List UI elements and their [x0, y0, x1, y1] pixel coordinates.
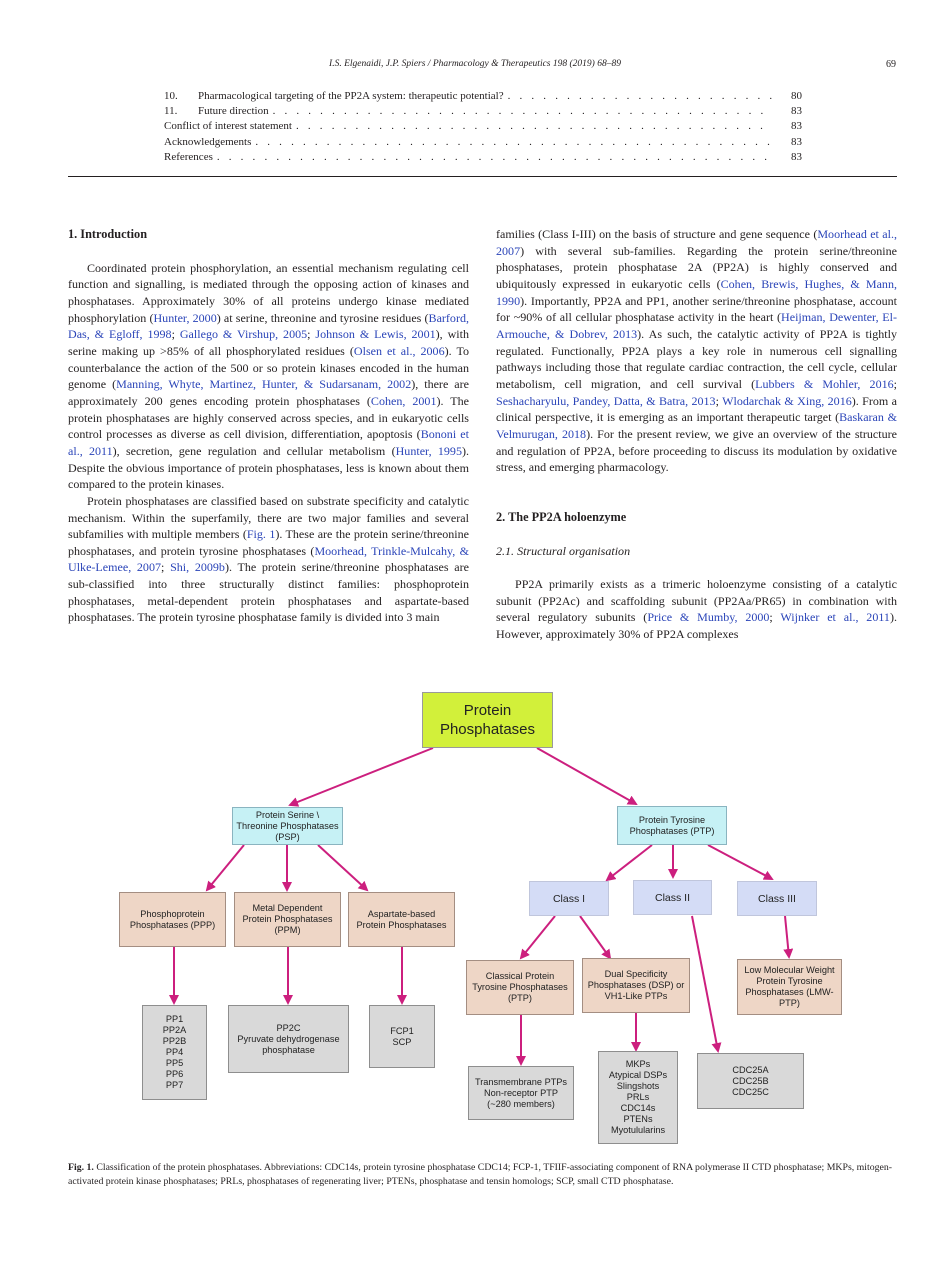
citation-link[interactable]: Shi, 2009b [170, 560, 225, 575]
node-phosphoprotein-phosphatases: Phosphoprotein Phosphatases (PPP) [119, 892, 226, 947]
toc-leader: . . . . . . . . . . . . . . . . . . . . … [296, 120, 772, 133]
table-of-contents: 10. Pharmacological targeting of the PP2… [164, 89, 802, 165]
toc-title: Pharmacological targeting of the PP2A sy… [198, 90, 504, 102]
arrow-psp-to-asp [317, 844, 369, 892]
section-heading-introduction: 1. Introduction [68, 227, 148, 241]
arrow-ptp-to-class1 [605, 844, 653, 882]
intro-paragraph-3: families (Class I-III) on the basis of s… [496, 227, 898, 475]
citation-link[interactable]: Wijnker et al., 2011 [780, 610, 890, 625]
citation-link[interactable]: Lubbers & Mohler, 2016 [755, 376, 894, 391]
toc-number: 11. [164, 105, 178, 118]
toc-title: Future direction [198, 105, 269, 118]
node-classical-protein-tyrosine-phosphatases: Classical Protein Tyrosine Phosphatases … [466, 960, 574, 1015]
diagram-arrows [169, 747, 794, 1066]
page-number: 69 [886, 59, 896, 70]
arrow-root-to-psp [288, 747, 434, 807]
node-class-ii: Class II [633, 880, 712, 915]
arrow-root-to-ptp [536, 747, 638, 805]
citation-link[interactable]: Bononi et al., 2011 [68, 427, 469, 458]
citation-link[interactable]: Gallego & Virshup, 2005 [179, 327, 308, 342]
arrow-class1-to-dsp [579, 915, 612, 960]
toc-page: 83 [791, 105, 802, 118]
citation-link[interactable]: Cohen, Brewis, Hughes, & Mann, 1990 [496, 276, 897, 308]
caption-text: Classification of the protein phosphatas… [68, 1162, 893, 1187]
node-ppm-members: PP2C Pyruvate dehydrogenase phosphatase [228, 1005, 349, 1073]
citation-link[interactable]: Barford, Das, & Egloff, 1998 [68, 310, 470, 342]
section-heading-pp2a-holoenzyme: 2. The PP2A holoenzyme [496, 509, 627, 524]
header-divider [68, 176, 897, 177]
citation-link[interactable]: Hunter, 1995 [395, 443, 462, 458]
toc-row[interactable]: Conflict of interest statement . . . . .… [164, 119, 802, 134]
citation-link[interactable]: Olsen et al., 2006 [353, 343, 445, 358]
toc-page: 83 [791, 120, 802, 133]
figure-1-caption: Fig. 1. Classification of the protein ph… [68, 1161, 897, 1189]
node-low-molecular-weight-ptp: Low Molecular Weight Protein Tyrosine Ph… [737, 959, 842, 1015]
toc-page: 83 [791, 135, 802, 148]
caption-label: Fig. 1. [68, 1162, 94, 1173]
node-protein-serine-threonine-phosphatases: Protein Serine \ Threonine Phosphatases … [232, 807, 343, 845]
toc-title: References [164, 150, 213, 163]
arrow-class3-to-lmw [783, 915, 794, 959]
toc-title: Conflict of interest statement [164, 120, 292, 133]
toc-page: 83 [791, 150, 802, 163]
section2-paragraph-1: PP2A primarily exists as a trimeric holo… [496, 577, 897, 642]
node-classical-ptp-members: Transmembrane PTPs Non-receptor PTP (~28… [468, 1066, 574, 1120]
toc-page: 80 [791, 90, 802, 102]
arrow-class2-to-cdc25 [691, 915, 722, 1053]
figure-1-classification-diagram: Protein Phosphatases Protein Serine \ Th… [100, 690, 860, 1150]
node-ppp-members: PP1 PP2A PP2B PP4 PP5 PP6 PP7 [142, 1005, 207, 1100]
node-aspartate-based-protein-phosphatases: Aspartate-based Protein Phosphatases [348, 892, 455, 947]
citation-link[interactable]: Moorhead et al., 2007 [496, 227, 897, 258]
toc-row[interactable]: 10. Pharmacological targeting of the PP2… [164, 89, 802, 104]
running-head: I.S. Elgenaidi, J.P. Spiers / Pharmacolo… [329, 59, 621, 69]
left-column: 1. Introduction Coordinated protein phos… [68, 226, 469, 626]
citation-link[interactable]: Baskaran & Velmurugan, 2018 [496, 410, 897, 441]
node-protein-tyrosine-phosphatases: Protein Tyrosine Phosphatases (PTP) [617, 806, 727, 845]
toc-leader: . . . . . . . . . . . . . . . . . . . . … [255, 135, 772, 148]
node-class-iii: Class III [737, 881, 817, 916]
toc-title: Acknowledgements [164, 135, 252, 148]
right-column: families (Class I-III) on the basis of s… [496, 226, 897, 643]
citation-link[interactable]: Seshacharyulu, Pandey, Datta, & Batra, 2… [496, 393, 716, 408]
intro-paragraph-2: Protein phosphatases are classified base… [68, 493, 470, 625]
toc-leader: . . . . . . . . . . . . . . . . . . . . … [507, 90, 772, 102]
toc-leader: . . . . . . . . . . . . . . . . . . . . … [272, 105, 772, 118]
node-dual-specificity-phosphatases: Dual Specificity Phosphatases (DSP) or V… [582, 958, 690, 1013]
intro-paragraph-1: Coordinated protein phosphorylation, an … [68, 260, 470, 492]
citation-link[interactable]: Price & Mumby, 2000 [647, 610, 770, 625]
subsection-heading-structural-organisation: 2.1. Structural organisation [496, 543, 631, 558]
arrow-class1-to-classical-ptp [519, 915, 556, 960]
node-class-ii-members: CDC25A CDC25B CDC25C [697, 1053, 804, 1109]
toc-leader: . . . . . . . . . . . . . . . . . . . . … [216, 150, 772, 163]
toc-row[interactable]: References . . . . . . . . . . . . . . .… [164, 150, 802, 165]
citation-link[interactable]: Cohen, 2001 [370, 393, 437, 408]
citation-link[interactable]: Fig. 1 [246, 527, 276, 542]
node-metal-dependent-protein-phosphatases: Metal Dependent Protein Phosphatases (PP… [234, 892, 341, 947]
toc-row[interactable]: Acknowledgements . . . . . . . . . . . .… [164, 135, 802, 150]
citation-link[interactable]: Hunter, 2000 [153, 310, 217, 325]
node-aspartate-members: FCP1 SCP [369, 1005, 435, 1068]
node-class-i: Class I [529, 881, 609, 916]
citation-link[interactable]: Manning, Whyte, Martinez, Hunter, & Suda… [116, 377, 412, 392]
node-protein-phosphatases: Protein Phosphatases [422, 692, 553, 748]
citation-link[interactable]: Johnson & Lewis, 2001 [315, 327, 436, 342]
node-dsp-members: MKPs Atypical DSPs Slingshots PRLs CDC14… [598, 1051, 678, 1144]
toc-number: 10. [164, 90, 178, 102]
arrow-ptp-to-class3 [707, 844, 774, 880]
toc-row[interactable]: 11. Future direction . . . . . . . . . .… [164, 104, 802, 119]
citation-link[interactable]: Wlodarchak & Xing, 2016 [722, 393, 852, 408]
citation-link[interactable]: Moorhead, Trinkle-Mulcahy, & Ulke-Lemee,… [68, 543, 469, 575]
arrow-psp-to-ppp [205, 844, 245, 892]
citation-link[interactable]: Heijman, Dewenter, El-Armouche, & Dobrev… [496, 310, 897, 341]
